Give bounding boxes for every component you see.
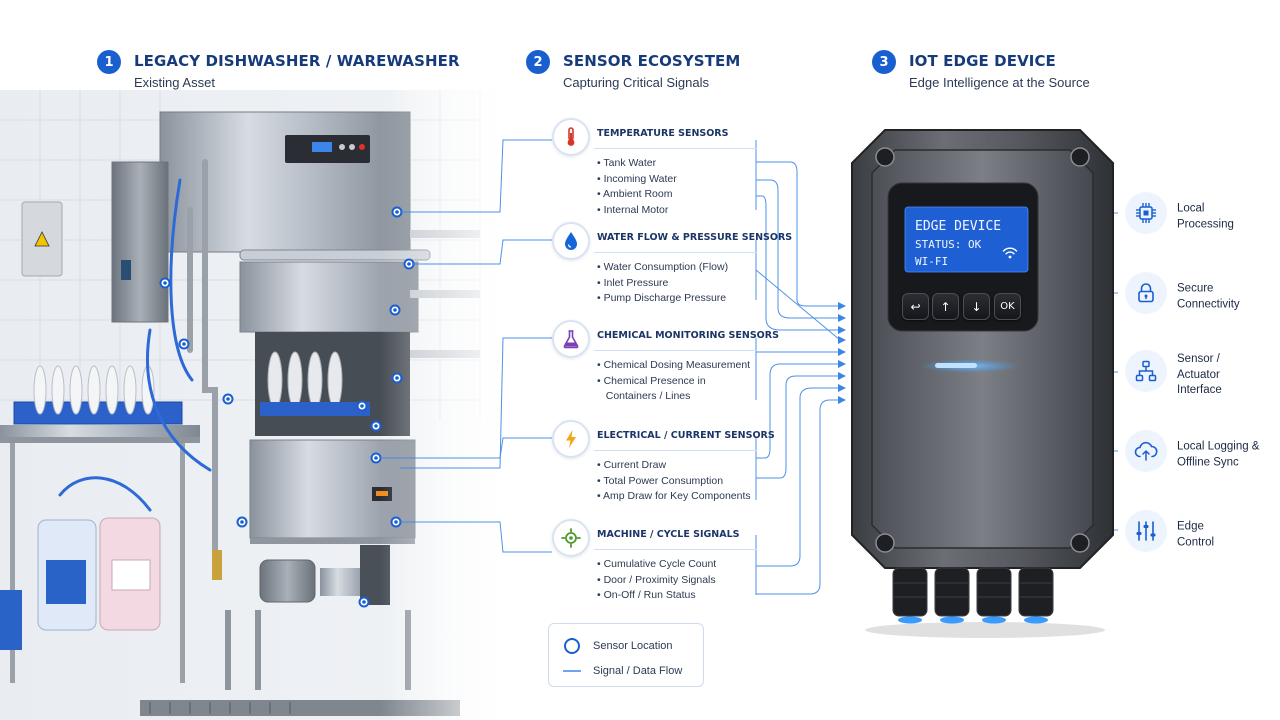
sensor-group-divider [594,450,757,451]
processor-chip-icon [1125,192,1167,234]
sensor-item: • Total Power Consumption [597,474,724,487]
capability-label: Secure Connectivity [1177,282,1240,311]
section-title: IOT EDGE DEVICE [909,52,1056,70]
up-button[interactable]: ↑ [932,293,959,320]
sensor-group-title: TEMPERATURE SENSORS [597,128,729,139]
sensor-item: • Inlet Pressure [597,276,669,289]
sensor-group-title: CHEMICAL MONITORING SENSORS [597,330,779,341]
sensor-item: • Cumulative Cycle Count [597,558,717,570]
wifi-icon [1002,247,1018,259]
sensor-item-list: • Water Consumption (Flow) • Inlet Press… [597,260,728,307]
sensor-item: • Tank Water [597,157,657,169]
device-screen-status: STATUS: OK [915,238,982,251]
sensor-item: • Pump Discharge Pressure [597,292,727,304]
ok-button[interactable]: OK [994,293,1021,320]
network-nodes-icon [1125,350,1167,392]
sensor-item: • Ambient Room [597,188,673,200]
sensor-item: • Incoming Water [597,172,677,185]
back-button[interactable]: ↩ [902,293,929,320]
lightning-icon [552,420,590,458]
capability-secure-connectivity: Secure Connectivity [1125,272,1275,322]
sensor-item: • Internal Motor [597,203,669,216]
sensor-group-title: ELECTRICAL / CURRENT SENSORS [597,430,775,441]
capability-edge-control: Edge Control [1125,510,1275,560]
legend-label: Sensor Location [593,640,673,652]
sensor-item-list: • Chemical Dosing Measurement • Chemical… [597,358,750,405]
sensor-item: • Current Draw [597,459,667,471]
sensor-item-list: • Tank Water • Incoming Water • Ambient … [597,156,677,218]
step-badge-1: 1 [97,50,121,74]
sensor-item-list: • Current Draw • Total Power Consumption… [597,458,751,505]
capability-sensor-actuator-interface: Sensor / Actuator Interface [1125,350,1275,400]
section-subtitle: Capturing Critical Signals [563,75,709,90]
sensor-group-divider [594,350,757,351]
legend-label: Signal / Data Flow [593,665,683,677]
flask-icon [552,320,590,358]
thermometer-icon [552,118,590,156]
sensor-location-marker-icon [564,638,580,654]
down-button[interactable]: ↓ [963,293,990,320]
section-title: LEGACY DISHWASHER / WAREWASHER [134,52,460,70]
device-screen-title: EDGE DEVICE [915,219,1002,234]
data-flow-line-icon [563,670,581,672]
capability-label: Edge Control [1177,520,1215,549]
capability-local-logging-offline-sync: Local Logging & Offline Sync [1125,430,1275,480]
capability-label: Local Logging & Offline Sync [1177,440,1260,469]
sensor-item: • On-Off / Run Status [597,589,696,601]
sensor-group-title: MACHINE / CYCLE SIGNALS [597,529,740,540]
capability-label: Sensor / Actuator Interface [1177,352,1222,396]
sliders-icon [1125,510,1167,552]
capability-label: Local Processing [1177,202,1234,231]
sensor-item: • Door / Proximity Signals [597,573,716,586]
capability-local-processing: Local Processing [1125,192,1275,242]
legend-data-flow: Signal / Data Flow [563,662,682,680]
section-subtitle: Edge Intelligence at the Source [909,75,1090,90]
sensor-item: • Water Consumption (Flow) [597,261,729,273]
sensor-group-title: WATER FLOW & PRESSURE SENSORS [597,232,793,243]
cloud-sync-icon [1125,430,1167,472]
sensor-group-divider [594,252,757,253]
sensor-item: • Amp Draw for Key Components [597,490,751,502]
sensor-item-list: • Cumulative Cycle Count • Door / Proxim… [597,557,716,604]
sensor-item: • Chemical Dosing Measurement [597,359,751,371]
device-screen-network: WI-FI [915,255,949,268]
step-badge-2: 2 [526,50,550,74]
step-badge-3: 3 [872,50,896,74]
sensor-item: Containers / Lines [597,390,691,402]
sensor-group-divider [594,549,757,550]
cycle-signal-icon [552,519,590,557]
sensor-group-divider [594,148,757,149]
sensor-item: • Chemical Presence in [597,374,706,387]
legend-sensor-location: Sensor Location [563,637,673,655]
lock-icon [1125,272,1167,314]
legend: Sensor Location Signal / Data Flow [548,623,704,687]
iot-edge-device-body [851,129,1114,638]
water-drop-icon [552,222,590,260]
section-subtitle: Existing Asset [134,75,215,90]
section-title: SENSOR ECOSYSTEM [563,52,741,70]
dishwasher-illustration [0,90,520,720]
